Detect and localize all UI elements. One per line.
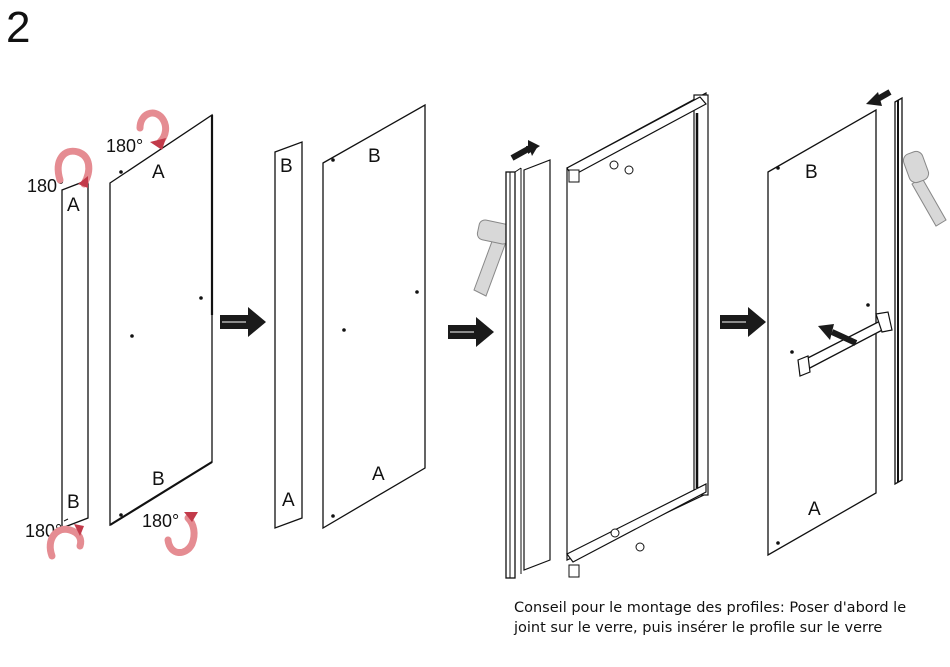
- rotate-label-bottom-right: 180°: [142, 511, 179, 531]
- wall-profile: [506, 168, 521, 578]
- narrow-glass-before: [62, 180, 88, 528]
- narrow-glass-after-label-b: B: [280, 156, 293, 177]
- assembly-tip-line-1: Conseil pour le montage des profiles: Po…: [514, 598, 934, 618]
- step-arrow-icon: [448, 317, 494, 347]
- assembly-tip-line-2: joint sur le verre, puis insérer le prof…: [514, 618, 934, 638]
- large-glass-after-label-a: A: [372, 464, 385, 485]
- final-glass-label-b: B: [805, 162, 818, 183]
- narrow-glass-before-label-b: B: [67, 492, 80, 513]
- step-arrow-icon: [220, 307, 266, 337]
- push-arrow-icon: [512, 140, 540, 160]
- narrow-glass-after-label-a: A: [282, 490, 295, 511]
- large-glass-before-label-a: A: [152, 162, 165, 183]
- side-profile: [895, 98, 902, 484]
- large-glass-before-label-b: B: [152, 469, 165, 490]
- door-frame: [567, 93, 708, 577]
- final-glass-label-a: A: [808, 499, 821, 520]
- step-arrow-icon: [720, 307, 766, 337]
- narrow-glass-profile: [524, 160, 550, 570]
- assembly-tip: Conseil pour le montage des profiles: Po…: [514, 598, 934, 638]
- push-arrow-icon: [866, 92, 890, 106]
- mallet-icon: [901, 149, 946, 226]
- narrow-glass-after: [275, 142, 302, 528]
- narrow-glass-before-label-a: A: [67, 195, 80, 216]
- rotate-arrow-icon: [140, 113, 166, 150]
- large-glass-after-label-b: B: [368, 146, 381, 167]
- rotate-label-top-right: 180°: [106, 136, 143, 156]
